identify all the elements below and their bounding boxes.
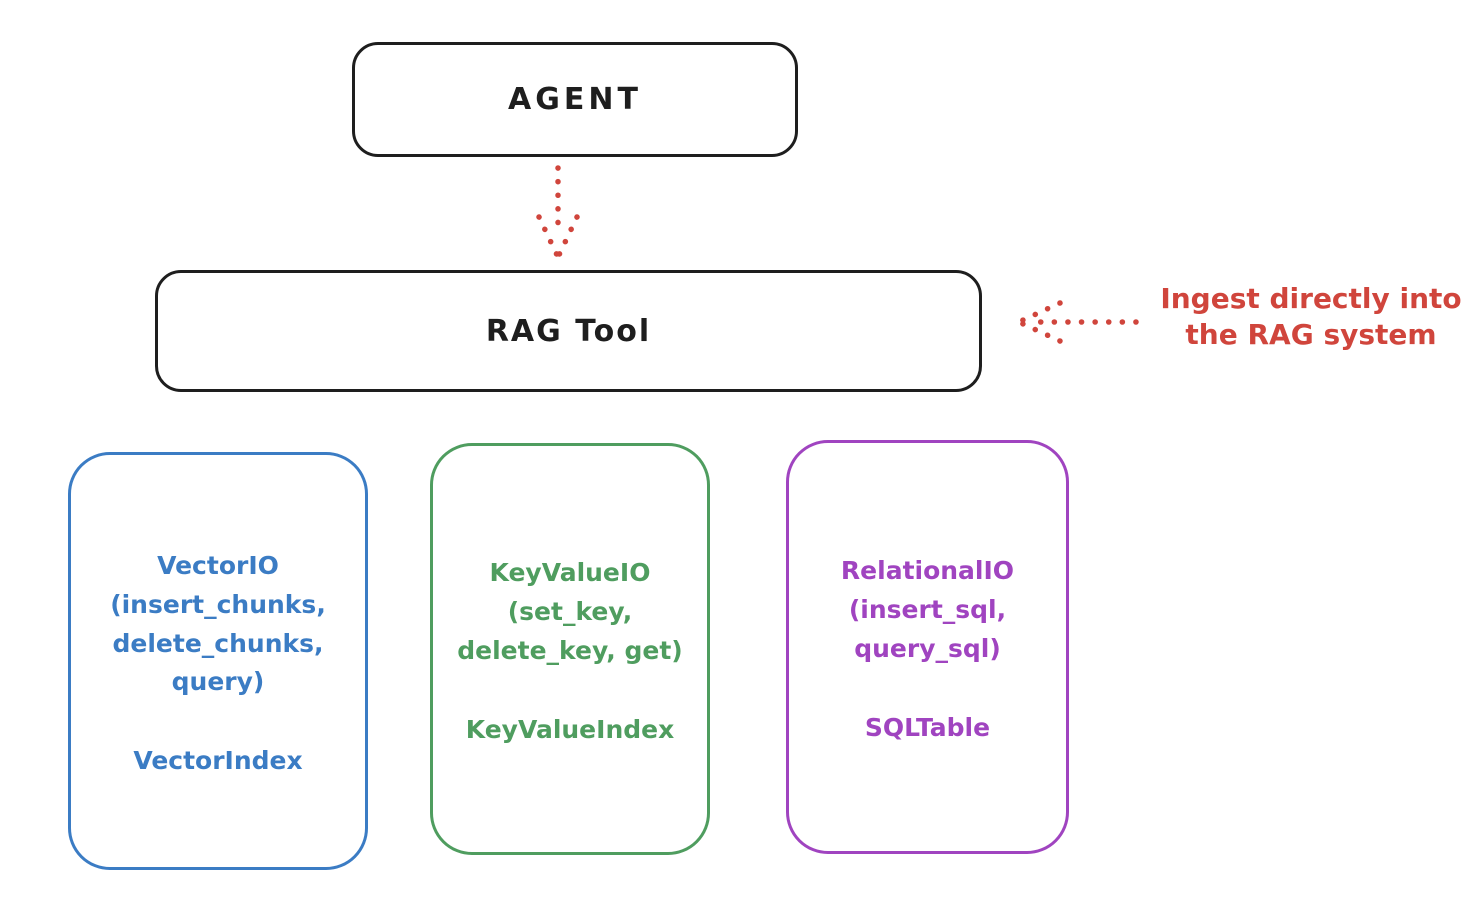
rag-tool-node: RAG Tool [155, 270, 982, 392]
relational-io-box: RelationalIO (insert_sql, query_sql) SQL… [786, 440, 1069, 854]
agent-label: AGENT [508, 82, 642, 117]
keyvalue-io-index-label: KeyValueIndex [465, 714, 675, 744]
keyvalue-io-box: KeyValueIO (set_key, delete_key, get) Ke… [430, 443, 710, 855]
relational-io-methods: RelationalIO (insert_sql, query_sql) [840, 556, 1015, 663]
vector-io-methods: VectorIO (insert_chunks, delete_chunks, … [110, 551, 326, 697]
keyvalue-io-methods: KeyValueIO (set_key, delete_key, get) [457, 558, 683, 665]
ingest-annotation: Ingest directly into the RAG system [1160, 282, 1462, 352]
rag-tool-label: RAG Tool [485, 313, 652, 349]
agent-to-ragtool-arrow-icon [536, 165, 580, 258]
vector-io-box: VectorIO (insert_chunks, delete_chunks, … [68, 452, 368, 870]
agent-node: AGENT [352, 42, 798, 157]
relational-io-index-label: SQLTable [864, 712, 991, 742]
vector-io-index-label: VectorIndex [133, 746, 303, 775]
annotation-to-ragtool-arrow-icon [1018, 300, 1139, 344]
